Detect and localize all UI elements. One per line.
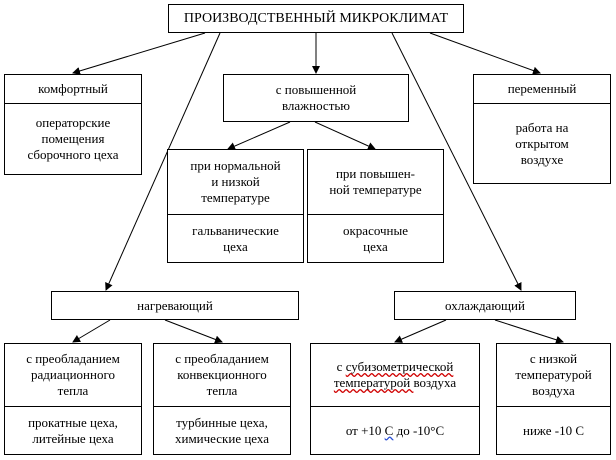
node-heating: нагревающий	[51, 291, 299, 320]
arrow-humid-high	[314, 121, 376, 150]
node-cooling: охлаждающий	[394, 291, 576, 320]
node-root: ПРОИЗВОДСТВЕННЫЙ МИКРОКЛИМАТ	[168, 4, 464, 33]
text-fragment: воздуха	[413, 375, 457, 390]
node-cool-sub-title-line1: с субизометрической	[337, 359, 454, 375]
node-cool-low: с низкой температурой воздуха ниже -10 С	[496, 343, 611, 455]
text-fragment: от +10	[345, 422, 385, 438]
text-fragment: с	[336, 359, 346, 374]
text-fragment-grammar: С	[384, 422, 394, 438]
node-heat-rad: с преобладанием радиационного тепла прок…	[4, 343, 142, 455]
node-cool-low-example: ниже -10 С	[497, 406, 610, 454]
node-heat-rad-title: с преобладанием радиационного тепла	[26, 351, 120, 398]
node-variable: переменный работа на открытом воздухе	[473, 74, 611, 184]
node-heating-title: нагревающий	[137, 297, 213, 313]
arrow-root-variable	[429, 32, 541, 75]
arrow-heating-rad	[72, 319, 111, 343]
arrow-cooling-sub	[394, 319, 447, 343]
text-fragment: до -10°С	[393, 422, 445, 438]
node-humid-normal-example: гальванические цеха	[168, 214, 303, 262]
node-heat-conv-example: турбинные цеха, химические цеха	[154, 406, 290, 454]
node-heat-conv-title: с преобладанием конвекционного тепла	[175, 351, 269, 398]
node-comfortable-example: операторские помещения сборочного цеха	[5, 103, 141, 174]
node-cool-low-title: с низкой температурой воздуха	[515, 351, 592, 398]
node-humid-high-example: окрасочные цеха	[308, 214, 443, 262]
node-comfortable-title: комфортный	[38, 81, 108, 96]
node-heat-conv: с преобладанием конвекционного тепла тур…	[153, 343, 291, 455]
node-root-label: ПРОИЗВОДСТВЕННЫЙ МИКРОКЛИМАТ	[183, 10, 449, 26]
node-humid-title: с повышенной влажностью	[275, 82, 357, 113]
node-cool-sub-title-line2: температурой воздуха	[334, 375, 456, 391]
node-cooling-title: охлаждающий	[445, 297, 525, 313]
node-cool-sub-title: с субизометрической температурой воздуха	[311, 344, 479, 406]
node-cool-sub: с субизометрической температурой воздуха…	[310, 343, 480, 455]
node-cool-sub-example: от +10 С до -10°С	[311, 406, 479, 454]
node-variable-title: переменный	[507, 81, 577, 96]
arrow-humid-normal	[227, 121, 291, 150]
node-humid-high: при повышен- ной температуре окрасочные …	[307, 149, 444, 263]
text-fragment-spellcheck: субизометрической	[345, 359, 454, 374]
node-humid-normal-title: при нормальной и низкой температуре	[190, 158, 281, 205]
node-comfortable: комфортный операторские помещения сбороч…	[4, 74, 142, 175]
node-variable-example: работа на открытом воздухе	[474, 103, 610, 183]
arrow-root-cooling	[391, 32, 522, 291]
node-heat-rad-example: прокатные цеха, литейные цеха	[5, 406, 141, 454]
arrow-cooling-low	[494, 319, 564, 344]
node-humid-high-title: при повышен- ной температуре	[329, 166, 422, 197]
arrow-heating-conv	[164, 319, 223, 344]
text-fragment-spellcheck: температурой	[333, 375, 414, 390]
arrow-root-heating	[105, 32, 221, 291]
node-humid-normal: при нормальной и низкой температуре галь…	[167, 149, 304, 263]
arrow-root-comfortable	[72, 32, 206, 75]
node-humid: с повышенной влажностью	[223, 74, 409, 122]
